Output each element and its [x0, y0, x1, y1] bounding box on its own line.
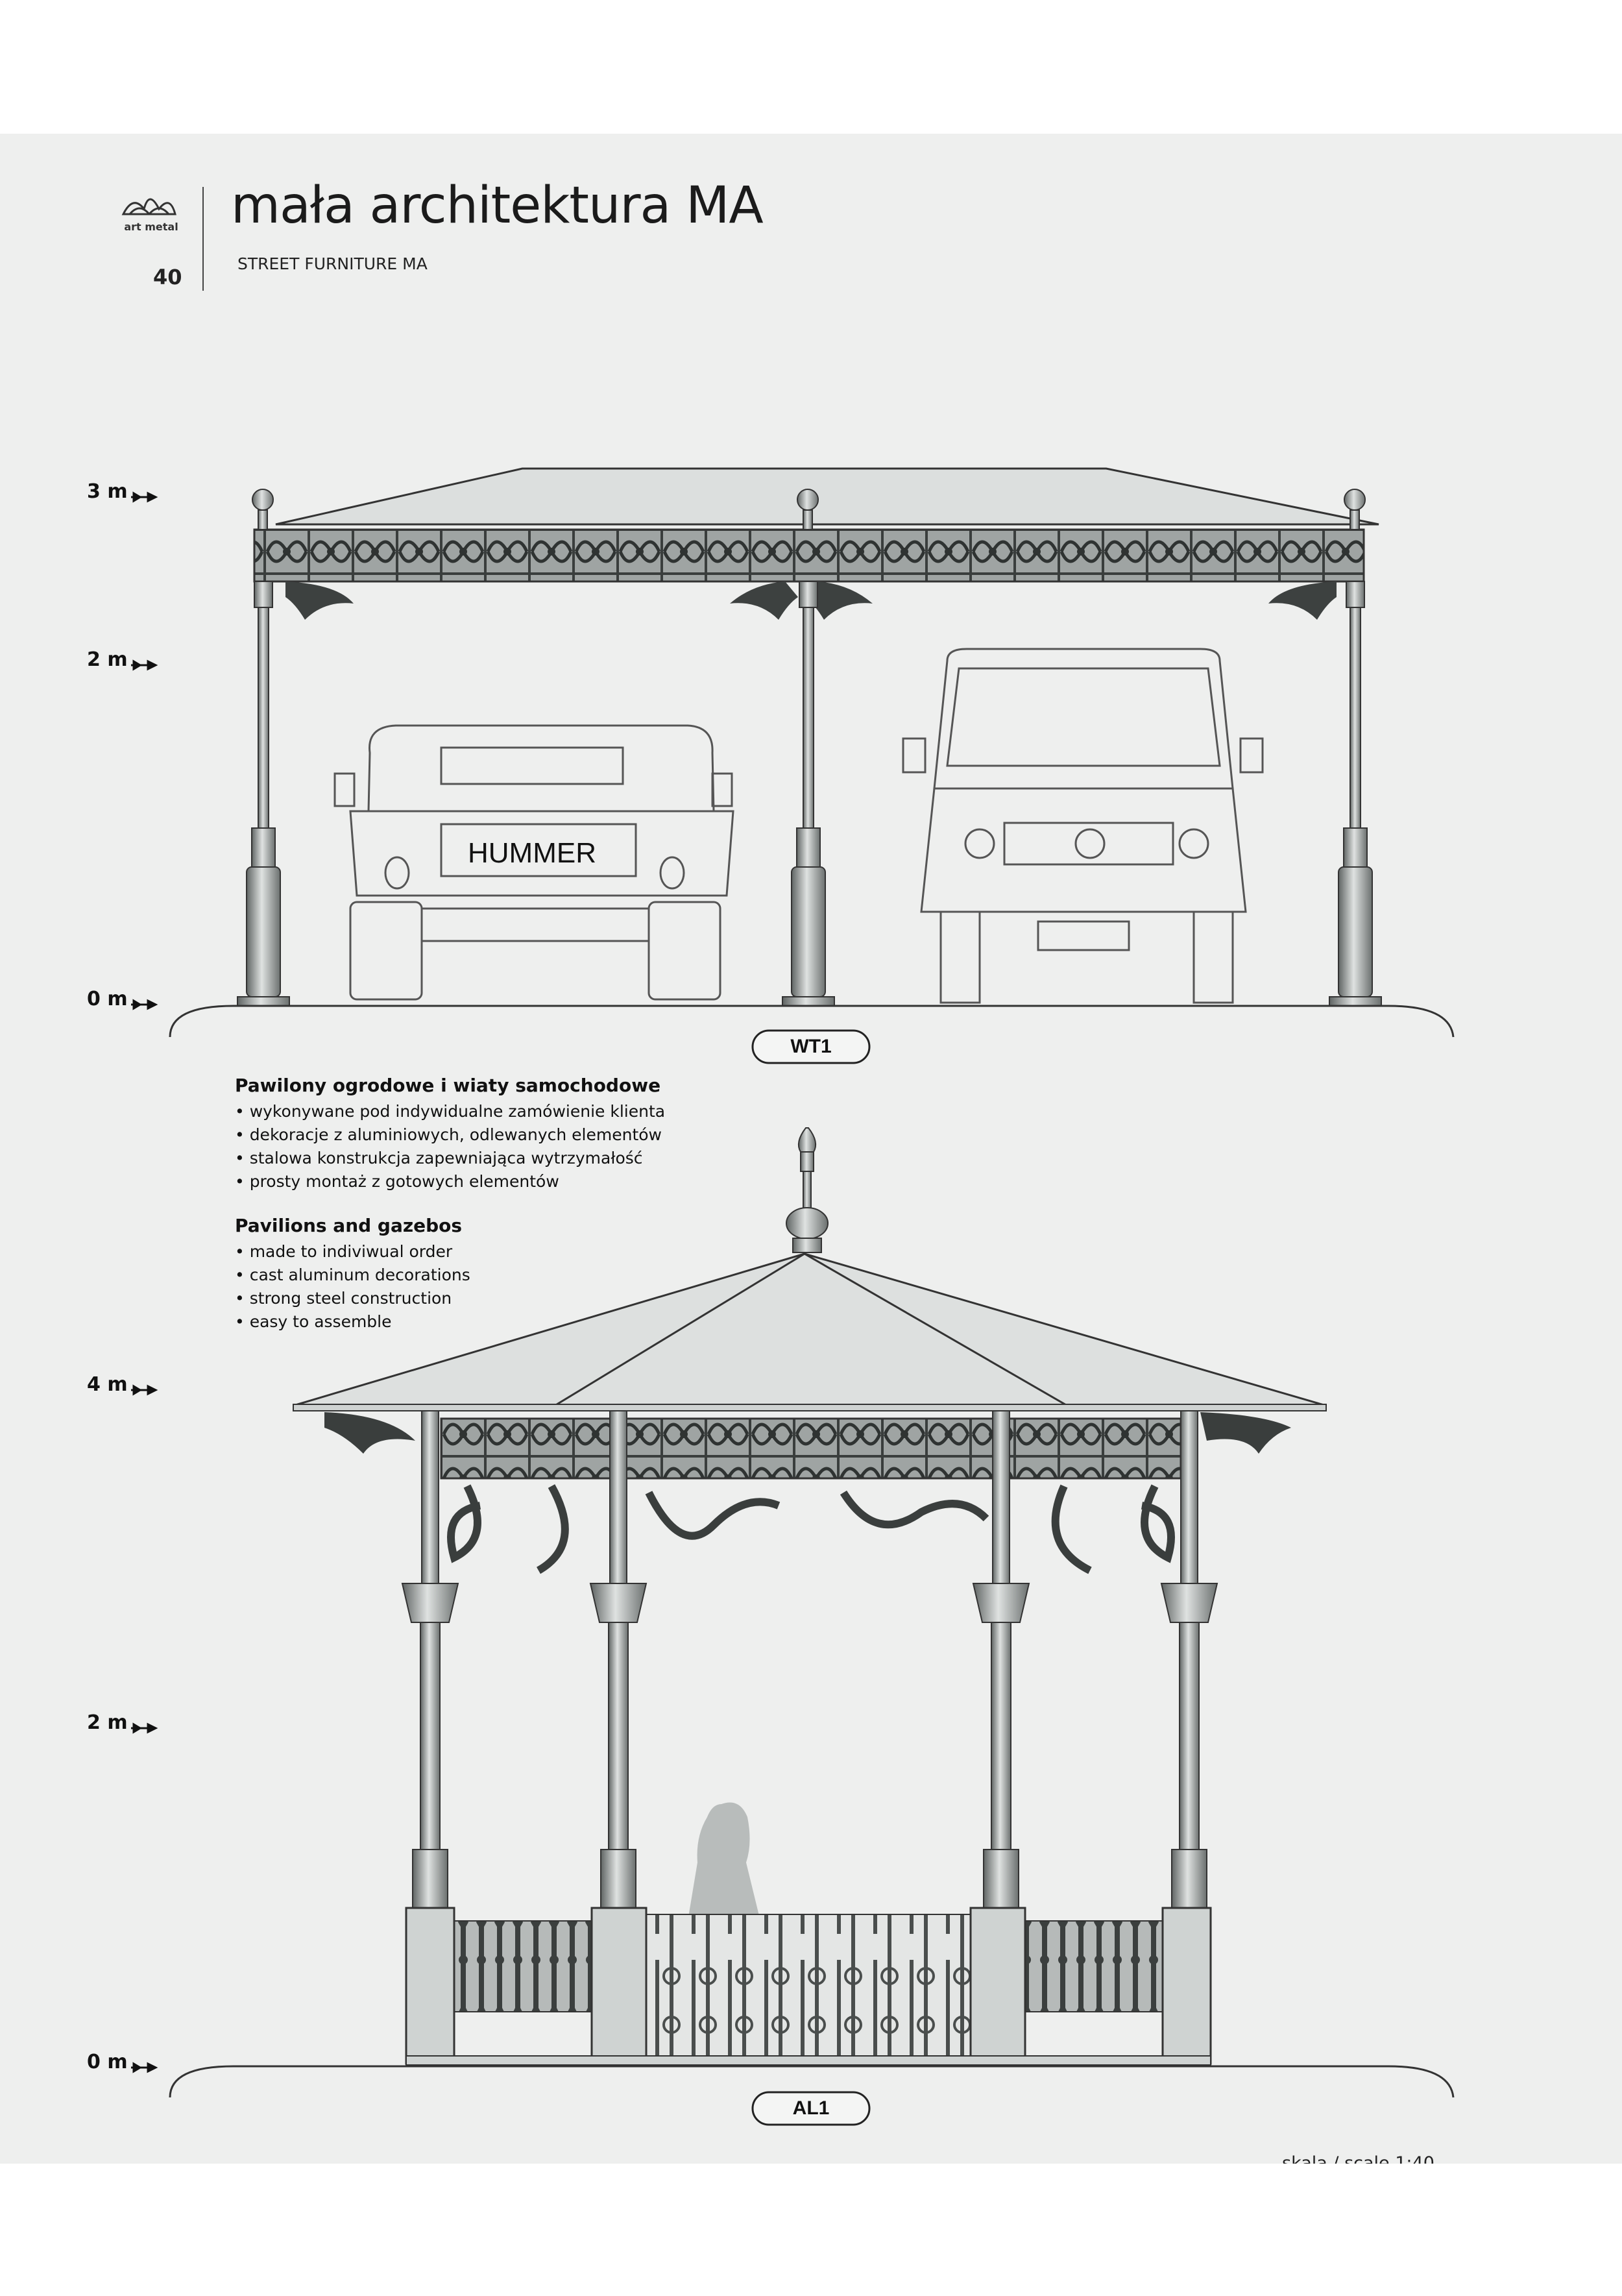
- description-heading: Pawilony ogrodowe i wiaty samochodowe: [235, 1075, 661, 1096]
- description-polish: Pawilony ogrodowe i wiaty samochodowe • …: [235, 1075, 665, 1193]
- height-mark-4m: 4 m: [87, 1373, 128, 1396]
- description-item: • easy to assemble: [235, 1312, 392, 1331]
- description-item: • made to indiviwual order: [235, 1242, 453, 1261]
- gazebo-al1-drawing: [169, 1127, 1455, 2126]
- carport-wt1-drawing: [169, 467, 1455, 1064]
- offroad-vehicle: [902, 648, 1264, 1004]
- page-subtitle: STREET FURNITURE MA: [237, 254, 428, 273]
- height-mark-2m: 2 m: [87, 648, 128, 671]
- page-number: 40: [153, 265, 182, 289]
- model-label-wt1: WT1: [790, 1036, 832, 1057]
- description-heading: Pavilions and gazebos: [235, 1215, 463, 1236]
- description-item: • prosty montaż z gotowych elementów: [235, 1172, 559, 1191]
- height-mark-0m: 0 m: [87, 988, 128, 1010]
- height-mark-2m: 2 m: [87, 1711, 128, 1734]
- description-item: • wykonywane pod indywidualne zamówienie…: [235, 1102, 666, 1121]
- logo-text: art metal: [124, 221, 178, 233]
- art-metal-logo-icon: [121, 198, 176, 215]
- description-item: • cast aluminum decorations: [235, 1265, 470, 1284]
- model-pill-wt1: [751, 1029, 871, 1064]
- description-item: • strong steel construction: [235, 1289, 452, 1308]
- page-title: mała architektura MA: [231, 177, 764, 235]
- model-pill-al1: [751, 2091, 871, 2126]
- scale-note: skala / scale 1:40: [1282, 2153, 1434, 2164]
- height-mark-3m: 3 m: [87, 480, 128, 503]
- header-divider: [202, 187, 204, 291]
- height-mark-arrows: [131, 491, 158, 2073]
- model-label-al1: AL1: [792, 2097, 830, 2119]
- height-mark-0m: 0 m: [87, 2051, 128, 2073]
- description-english: Pavilions and gazebos • made to indiviwu…: [235, 1215, 470, 1334]
- description-item: • stalowa konstrukcja zapewniająca wytrz…: [235, 1149, 643, 1167]
- description-item: • dekoracje z aluminiowych, odlewanych e…: [235, 1125, 662, 1144]
- vehicle-plate: HUMMER: [468, 837, 596, 869]
- hummer-vehicle: [333, 724, 734, 1001]
